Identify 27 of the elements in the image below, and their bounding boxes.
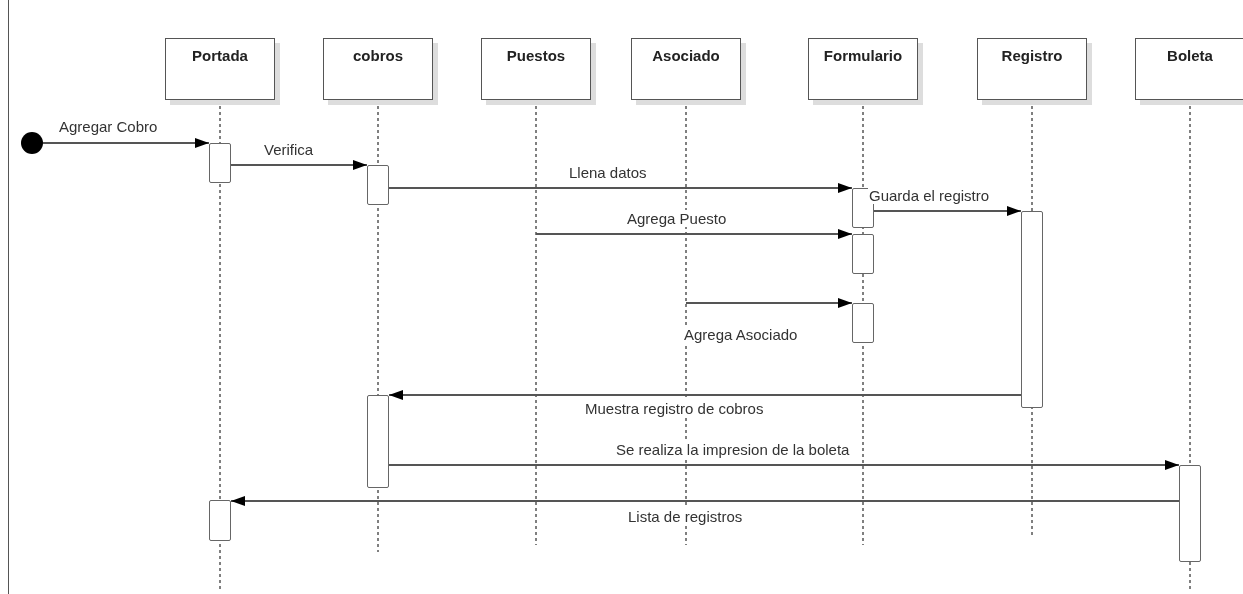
activation-bar	[852, 234, 874, 274]
message-label: Agrega Puesto	[626, 210, 728, 227]
activation-bar	[209, 500, 231, 541]
message-label: Lista de registros	[627, 508, 744, 525]
message-arrow	[230, 496, 1180, 506]
message-label: Se realiza la impresion de la boleta	[615, 441, 851, 458]
message-arrow	[685, 298, 853, 308]
message-arrow	[388, 460, 1180, 470]
message-label: Verifica	[263, 141, 315, 158]
message-arrow	[535, 229, 853, 239]
message-label: Llena datos	[568, 164, 648, 181]
message-arrow	[388, 390, 1022, 400]
start-dot	[21, 132, 43, 154]
message-arrow	[42, 138, 210, 148]
activation-bar	[1179, 465, 1201, 562]
message-label: Agregar Cobro	[58, 118, 159, 135]
activation-bar	[367, 165, 389, 205]
message-label: Guarda el registro	[868, 187, 991, 204]
activation-bar	[852, 303, 874, 343]
activation-bar	[209, 143, 231, 183]
message-arrow	[230, 160, 368, 170]
message-label: Agrega Asociado	[683, 326, 799, 343]
activation-bar	[367, 395, 389, 488]
message-arrow	[873, 206, 1022, 216]
activation-bar	[1021, 211, 1043, 408]
message-label: Muestra registro de cobros	[584, 400, 765, 417]
message-arrow	[388, 183, 853, 193]
